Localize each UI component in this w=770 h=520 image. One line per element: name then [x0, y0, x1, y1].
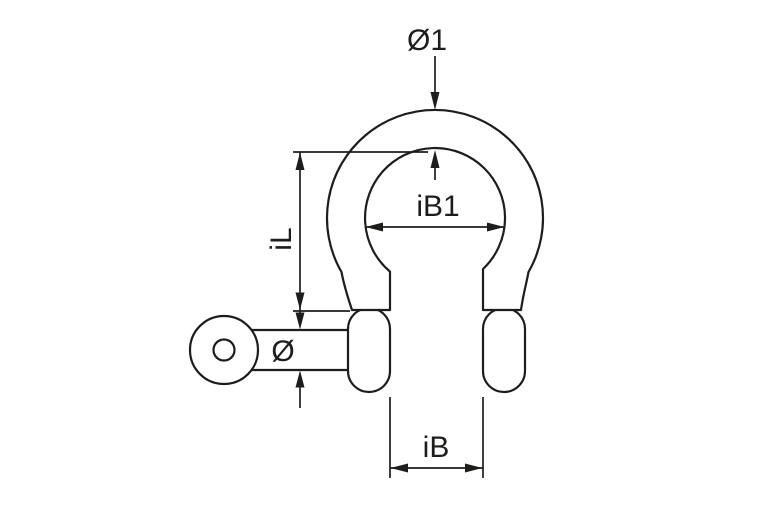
dim-label-pin-diameter: Ø — [271, 335, 294, 368]
shackle-pin — [188, 314, 354, 386]
pin-head-hole — [212, 338, 236, 362]
dim-label-inner-width: iB — [423, 431, 450, 464]
dim-ib1-left-arrow — [365, 222, 383, 232]
dim-label-bow-material-diameter: Ø1 — [407, 24, 447, 57]
dim-il-top-arrow — [295, 152, 305, 170]
dim-o-top-arrow — [295, 312, 305, 330]
dim-label-inner-bow-width: iB1 — [416, 190, 459, 223]
dim-il-bottom-arrow — [295, 292, 305, 310]
dimension-arrowheads — [295, 92, 505, 473]
shackle-part — [188, 108, 545, 394]
dim-ib-right-arrow — [465, 463, 483, 473]
dim-ib-left-arrow — [390, 463, 408, 473]
dim-o1-inner-arrow — [430, 150, 440, 168]
dim-label-inner-length: iL — [265, 227, 298, 250]
dim-ib1-right-arrow — [487, 222, 505, 232]
dim-o1-outer-arrow — [430, 92, 440, 110]
right-ear — [481, 306, 527, 394]
dimension-label-group: Ø1 iB1 iL Ø iB — [265, 24, 460, 464]
left-ear — [346, 306, 392, 394]
dim-o-bottom-arrow — [295, 370, 305, 388]
shackle-bow-body — [325, 108, 545, 312]
